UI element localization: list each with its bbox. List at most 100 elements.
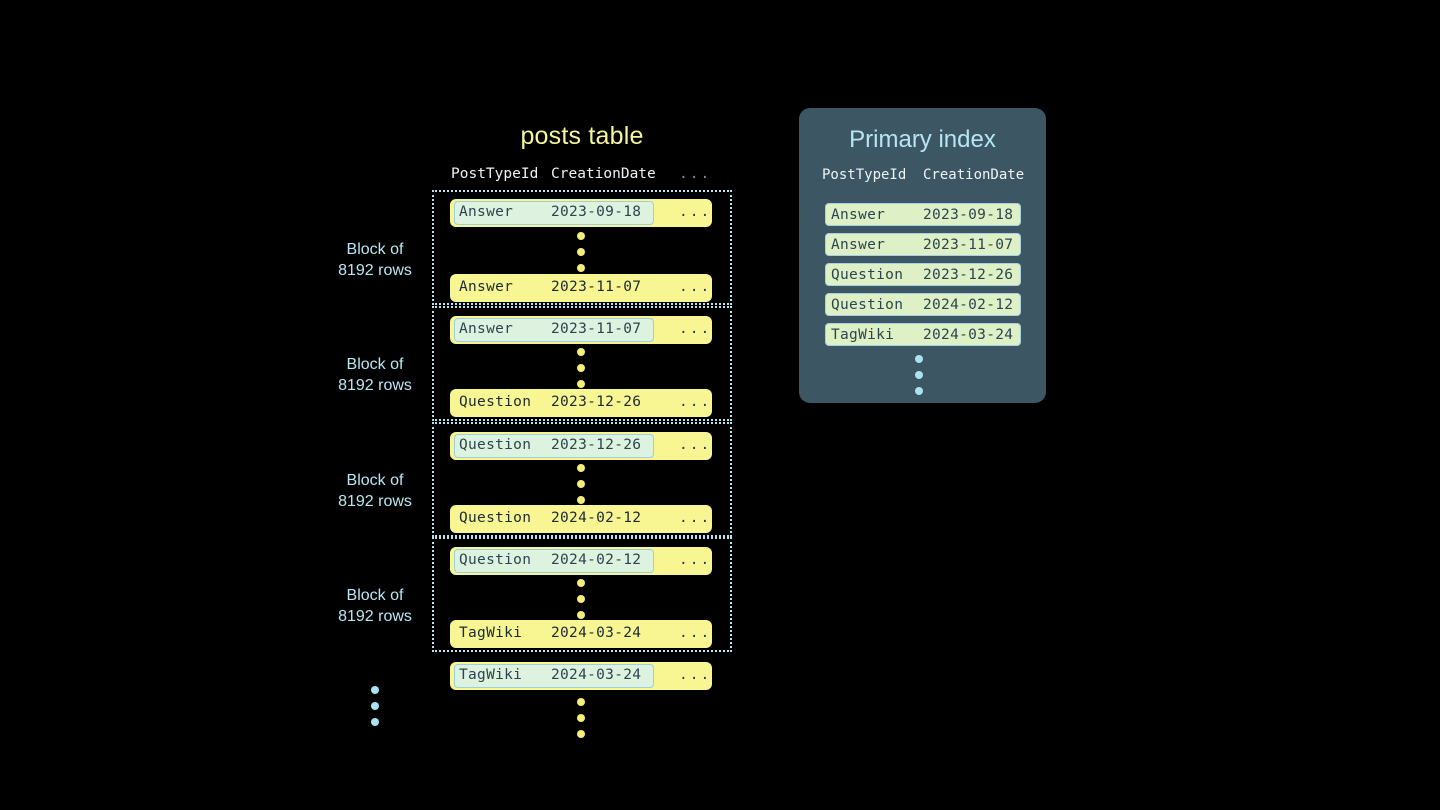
index-key-highlight-box xyxy=(454,318,654,342)
dot xyxy=(577,480,585,488)
cell-more: ... xyxy=(679,394,712,410)
index-entry-row: Answer 2023-09-18 xyxy=(825,203,1021,226)
cell-creationdate: 2023-12-26 xyxy=(551,394,642,410)
dot xyxy=(577,380,585,388)
block-label-3: Block of 8192 rows xyxy=(300,470,450,512)
table-row: Answer 2023-09-18 ... xyxy=(450,199,712,227)
table-row: TagWiki 2024-03-24 ... xyxy=(450,662,712,690)
cell-more: ... xyxy=(679,437,712,453)
index-key-highlight-box xyxy=(454,549,654,573)
cell-creationdate: 2024-03-24 xyxy=(551,667,642,683)
block-label-3-line2: 8192 rows xyxy=(338,493,412,510)
dot xyxy=(577,248,585,256)
index-cell-posttypeid: Answer xyxy=(831,237,886,253)
dot xyxy=(915,387,923,395)
block-label-4: Block of 8192 rows xyxy=(300,585,450,627)
primary-index-title: Primary index xyxy=(849,126,996,153)
dot xyxy=(371,702,379,710)
dot xyxy=(577,714,585,722)
cell-posttypeid: Question xyxy=(459,510,532,526)
block-label-1-line1: Block of xyxy=(346,241,404,258)
block-label-3-line1: Block of xyxy=(346,472,404,489)
cell-posttypeid: Question xyxy=(459,437,532,453)
table-row: Answer 2023-11-07 ... xyxy=(450,274,712,302)
cell-creationdate: 2023-12-26 xyxy=(551,437,642,453)
row-ellipsis-dots xyxy=(577,348,587,388)
dot xyxy=(371,686,379,694)
cell-posttypeid: Question xyxy=(459,394,532,410)
table-row: Answer 2023-11-07 ... xyxy=(450,316,712,344)
column-header-more: ... xyxy=(679,166,712,182)
cell-more: ... xyxy=(679,204,712,220)
cell-creationdate: 2024-02-12 xyxy=(551,552,642,568)
index-entry-row: TagWiki 2024-03-24 xyxy=(825,323,1021,346)
table-row: TagWiki 2024-03-24 ... xyxy=(450,620,712,648)
block-label-4-line1: Block of xyxy=(346,587,404,604)
blocks-continue-ellipsis xyxy=(371,686,381,726)
cell-more: ... xyxy=(679,279,712,295)
column-header-posttypeid: PostTypeId xyxy=(451,166,539,182)
cell-posttypeid: Answer xyxy=(459,321,514,337)
cell-creationdate: 2024-02-12 xyxy=(551,510,642,526)
cell-creationdate: 2023-11-07 xyxy=(551,321,642,337)
dot xyxy=(577,595,585,603)
block-label-4-line2: 8192 rows xyxy=(338,608,412,625)
index-entry-row: Question 2023-12-26 xyxy=(825,263,1021,286)
cell-posttypeid: Answer xyxy=(459,279,514,295)
block-label-2: Block of 8192 rows xyxy=(300,354,450,396)
primary-index-panel: Primary index PostTypeId CreationDate An… xyxy=(799,108,1046,403)
cell-more: ... xyxy=(679,321,712,337)
cell-posttypeid: Answer xyxy=(459,204,514,220)
dot xyxy=(577,264,585,272)
table-continues-ellipsis xyxy=(577,698,587,738)
primary-index-column-headers: PostTypeId CreationDate xyxy=(799,167,1046,187)
cell-posttypeid: TagWiki xyxy=(459,625,523,641)
index-cell-creationdate: 2023-09-18 xyxy=(923,207,1014,223)
index-entry-row: Answer 2023-11-07 xyxy=(825,233,1021,256)
cell-more: ... xyxy=(679,667,712,683)
dot xyxy=(915,355,923,363)
posts-table-title: posts table xyxy=(520,122,644,150)
index-key-highlight-box xyxy=(454,201,654,225)
block-container-4 xyxy=(432,537,732,652)
index-key-highlight-box xyxy=(454,434,654,458)
index-entry-row: Question 2024-02-12 xyxy=(825,293,1021,316)
cell-creationdate: 2024-03-24 xyxy=(551,625,642,641)
table-row: Question 2024-02-12 ... xyxy=(450,547,712,575)
dot xyxy=(577,730,585,738)
cell-more: ... xyxy=(679,625,712,641)
block-label-2-line1: Block of xyxy=(346,356,404,373)
index-column-header-creationdate: CreationDate xyxy=(923,167,1025,183)
cell-more: ... xyxy=(679,510,712,526)
cell-posttypeid: TagWiki xyxy=(459,667,523,683)
index-cell-posttypeid: Answer xyxy=(831,207,886,223)
dot xyxy=(577,579,585,587)
cell-creationdate: 2023-09-18 xyxy=(551,204,642,220)
block-label-1-line2: 8192 rows xyxy=(338,262,412,279)
index-cell-posttypeid: Question xyxy=(831,267,904,283)
index-cell-creationdate: 2023-12-26 xyxy=(923,267,1014,283)
dot xyxy=(577,232,585,240)
dot xyxy=(577,348,585,356)
row-ellipsis-dots xyxy=(577,464,587,504)
posts-table-column-headers: PostTypeId CreationDate ... xyxy=(432,166,732,186)
dot xyxy=(577,611,585,619)
block-label-2-line2: 8192 rows xyxy=(338,377,412,394)
index-cell-posttypeid: Question xyxy=(831,297,904,313)
table-row: Question 2023-12-26 ... xyxy=(450,389,712,417)
index-key-highlight-box xyxy=(454,664,654,688)
dot xyxy=(577,464,585,472)
dot xyxy=(371,718,379,726)
dot xyxy=(915,371,923,379)
index-cell-creationdate: 2024-03-24 xyxy=(923,327,1014,343)
block-container-1 xyxy=(432,190,732,305)
block-container-2 xyxy=(432,306,732,421)
row-ellipsis-dots xyxy=(577,579,587,619)
dot xyxy=(577,496,585,504)
index-column-header-posttypeid: PostTypeId xyxy=(822,167,907,183)
block-container-3 xyxy=(432,422,732,537)
row-ellipsis-dots xyxy=(577,232,587,272)
cell-posttypeid: Question xyxy=(459,552,532,568)
index-cell-creationdate: 2023-11-07 xyxy=(923,237,1014,253)
